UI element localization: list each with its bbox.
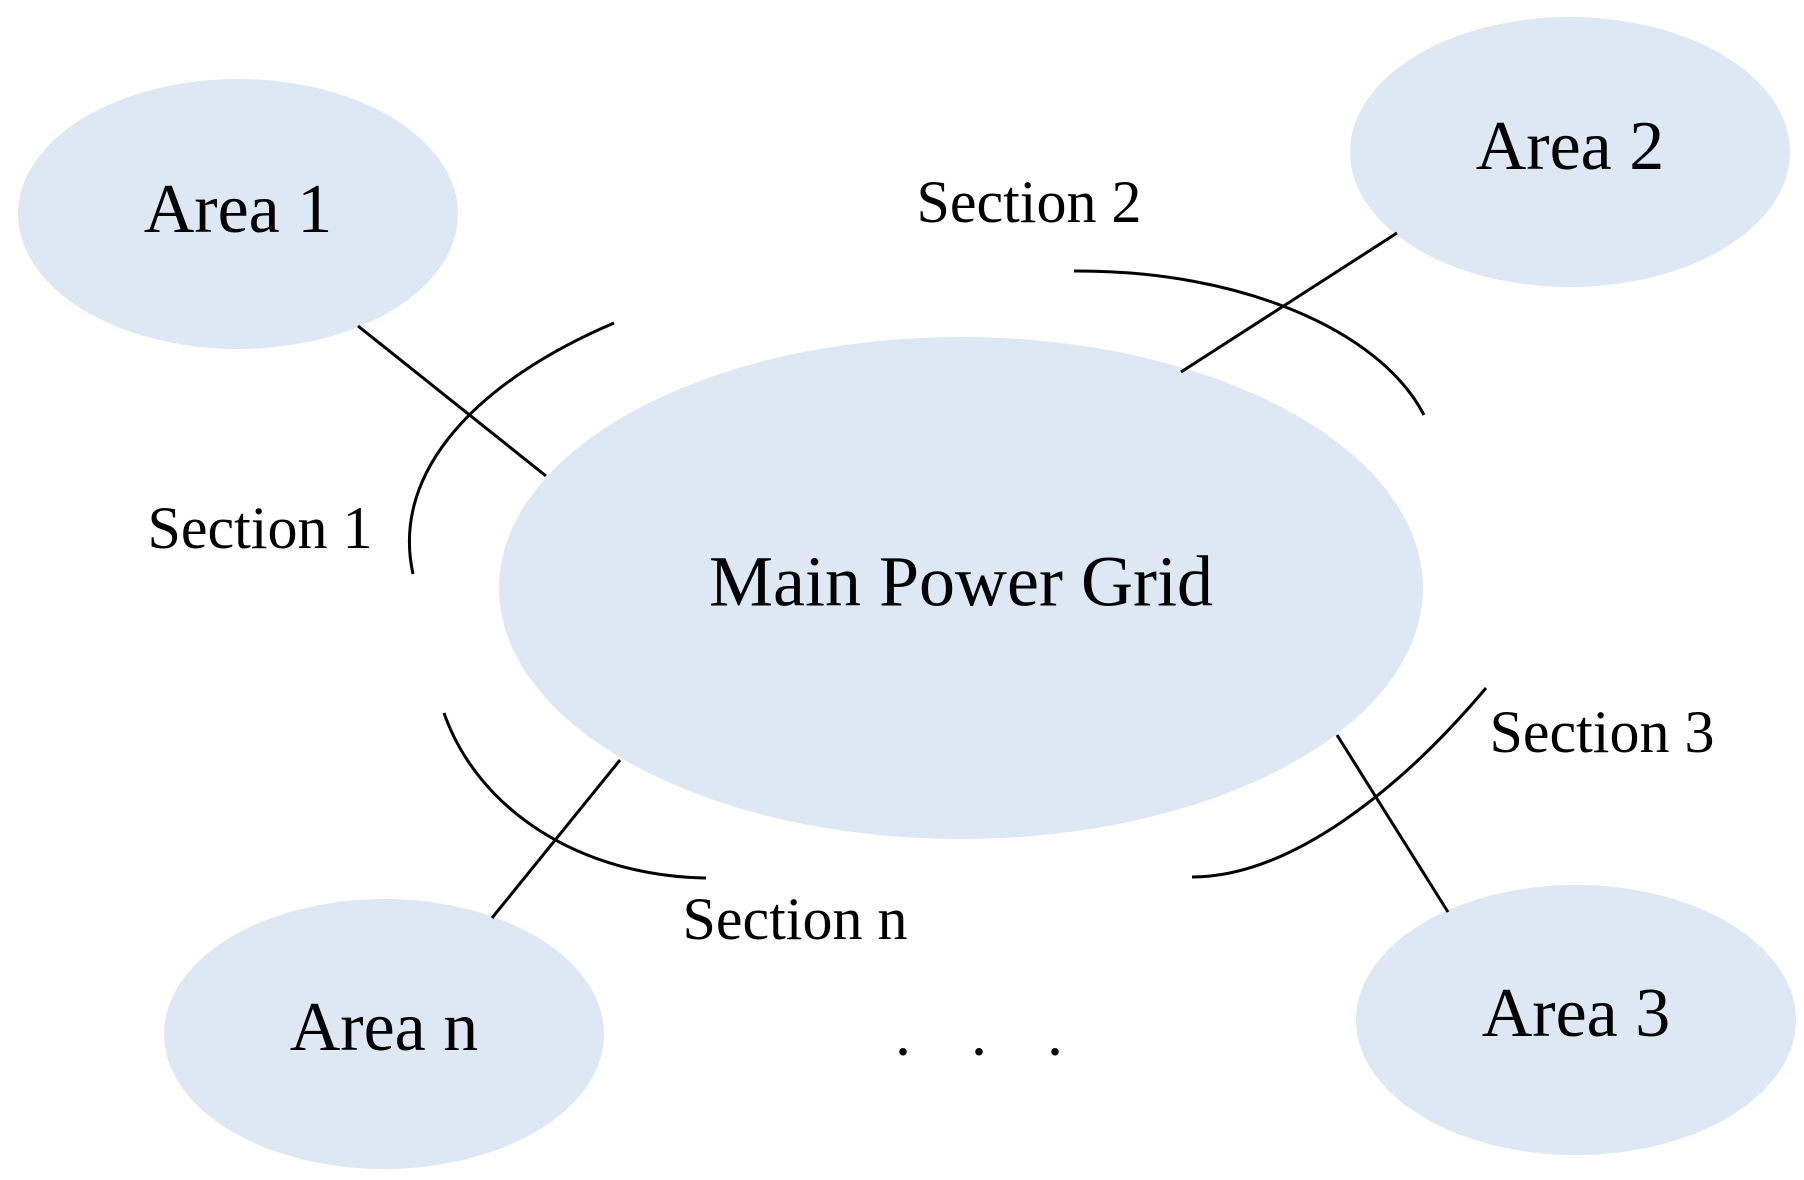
area-3-label: Area 3 — [1482, 975, 1671, 1052]
area-n-label: Area n — [290, 989, 479, 1066]
area-3-node: Area 3 — [1356, 885, 1796, 1155]
area-1-label: Area 1 — [144, 171, 333, 248]
tie-line-area-1 — [357, 324, 547, 478]
main-power-grid-node: Main Power Grid — [499, 337, 1423, 839]
section-1-boundary-arc — [407, 321, 615, 575]
section-1-label: Section 1 — [148, 495, 373, 561]
area-n-ellipse — [164, 899, 604, 1169]
area-2-node: Area 2 — [1350, 17, 1790, 287]
main-power-grid-ellipse — [499, 337, 1423, 839]
area-n-node: Area n — [164, 899, 604, 1169]
section-2-boundary-arc — [1073, 269, 1426, 416]
section-3-label: Section 3 — [1490, 699, 1715, 765]
area-1-node: Area 1 — [18, 79, 458, 349]
area-2-label: Area 2 — [1476, 108, 1665, 185]
area-3-ellipse — [1356, 885, 1796, 1155]
area-1-ellipse — [18, 79, 458, 349]
more-areas-ellipsis: . . . — [895, 998, 1085, 1069]
section-n-boundary-arc — [442, 712, 707, 880]
main-power-grid-label: Main Power Grid — [709, 542, 1213, 622]
section-3-boundary-arc — [1191, 687, 1488, 879]
area-2-ellipse — [1350, 17, 1790, 287]
section-2-label: Section 2 — [917, 169, 1142, 235]
tie-line-area-3 — [1335, 734, 1450, 913]
tie-line-area-2 — [1180, 231, 1398, 374]
section-n-label: Section n — [683, 886, 908, 952]
